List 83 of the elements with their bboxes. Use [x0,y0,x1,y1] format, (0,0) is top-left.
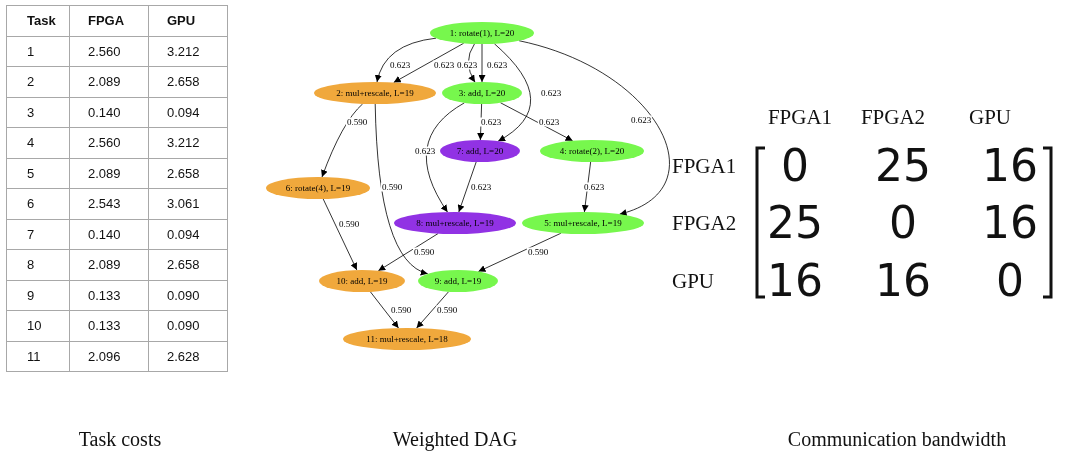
table-cell: 11 [6,341,70,372]
matrix-entry: 0 [781,144,809,188]
table-cell: 3.212 [148,36,228,67]
edge-label: 0.590 [412,247,436,257]
edge-label: 0.623 [432,60,456,70]
table-cell: 0.133 [69,280,149,311]
caption: Communication bandwidth [787,428,1007,451]
table-cell: 5 [6,158,70,189]
table-cell: 0.090 [148,310,228,341]
edge-label: 0.590 [435,305,459,315]
table-cell: 0.094 [148,97,228,128]
edge-label: 0.623 [479,117,503,127]
matrix-entry: 16 [875,259,931,303]
table-cell: 2.096 [69,341,149,372]
ellipse-node: 1: rotate(1), L=20 [430,22,534,44]
edge-label: 0.623 [539,88,563,98]
column-header: GPU [148,5,228,36]
table-cell: 9 [6,280,70,311]
edge-label: 0.623 [485,60,509,70]
ellipse-node: 7: add, L=20 [440,140,520,162]
table-cell: 10 [6,310,70,341]
edge-label: 0.623 [582,182,606,192]
table-cell: 2.089 [69,66,149,97]
table-cell: 2.658 [148,158,228,189]
matrix-entry: 0 [889,201,917,245]
edge-label: 0.623 [537,117,561,127]
row-label: FPGA2 [672,210,737,236]
table-cell: 2 [6,66,70,97]
table-cell: 2.543 [69,188,149,219]
ellipse-node: 6: rotate(4), L=19 [266,177,370,199]
row-label: FPGA1 [672,153,737,179]
edge-label: 0.590 [526,247,550,257]
table-cell: 3.061 [148,188,228,219]
edge-label: 0.623 [455,60,479,70]
edge-label: 0.623 [388,60,412,70]
caption: Task costs [78,428,162,451]
ellipse-node: 9: add, L=19 [418,270,498,292]
column-label: GPU [969,105,1011,130]
ellipse-node: 3: add, L=20 [442,82,522,104]
table-cell: 0.140 [69,97,149,128]
ellipse-node: 2: mul+rescale, L=19 [314,82,436,104]
matrix-entry: 25 [767,201,823,245]
column-label: FPGA1 [767,105,833,130]
table-cell: 3.212 [148,127,228,158]
column-header: Task [6,5,70,36]
table-cell: 2.560 [69,127,149,158]
matrix-entry: 0 [996,259,1024,303]
ellipse-node: 10: add, L=19 [319,270,405,292]
table-cell: 2.089 [69,158,149,189]
matrix-entry: 25 [875,144,931,188]
ellipse-node: 11: mul+rescale, L=18 [343,328,471,350]
table-cell: 8 [6,249,70,280]
edge-label: 0.590 [345,117,369,127]
column-label: FPGA2 [860,105,926,130]
table-cell: 0.133 [69,310,149,341]
table-cell: 2.089 [69,249,149,280]
table-cell: 7 [6,219,70,250]
table-cell: 2.628 [148,341,228,372]
table-cell: 1 [6,36,70,67]
row-label: GPU [672,268,714,294]
edge-label: 0.623 [413,146,437,156]
table-cell: 2.658 [148,66,228,97]
matrix-entry: 16 [767,259,823,303]
column-header: FPGA [69,5,149,36]
table-cell: 0.090 [148,280,228,311]
matrix-entry: 16 [982,144,1038,188]
edge-label: 0.590 [337,219,361,229]
table-cell: 2.560 [69,36,149,67]
table-cell: 0.094 [148,219,228,250]
edge-label: 0.590 [380,182,404,192]
ellipse-node: 8: mul+rescale, L=19 [394,212,516,234]
edge-label: 0.623 [629,115,653,125]
edge-label: 0.590 [389,305,413,315]
table-cell: 6 [6,188,70,219]
edge-label: 0.623 [469,182,493,192]
caption: Weighted DAG [392,428,518,451]
ellipse-node: 4: rotate(2), L=20 [540,140,644,162]
table-cell: 4 [6,127,70,158]
ellipse-node: 5: mul+rescale, L=19 [522,212,644,234]
table-cell: 2.658 [148,249,228,280]
matrix-entry: 16 [982,201,1038,245]
table-cell: 0.140 [69,219,149,250]
table-cell: 3 [6,97,70,128]
